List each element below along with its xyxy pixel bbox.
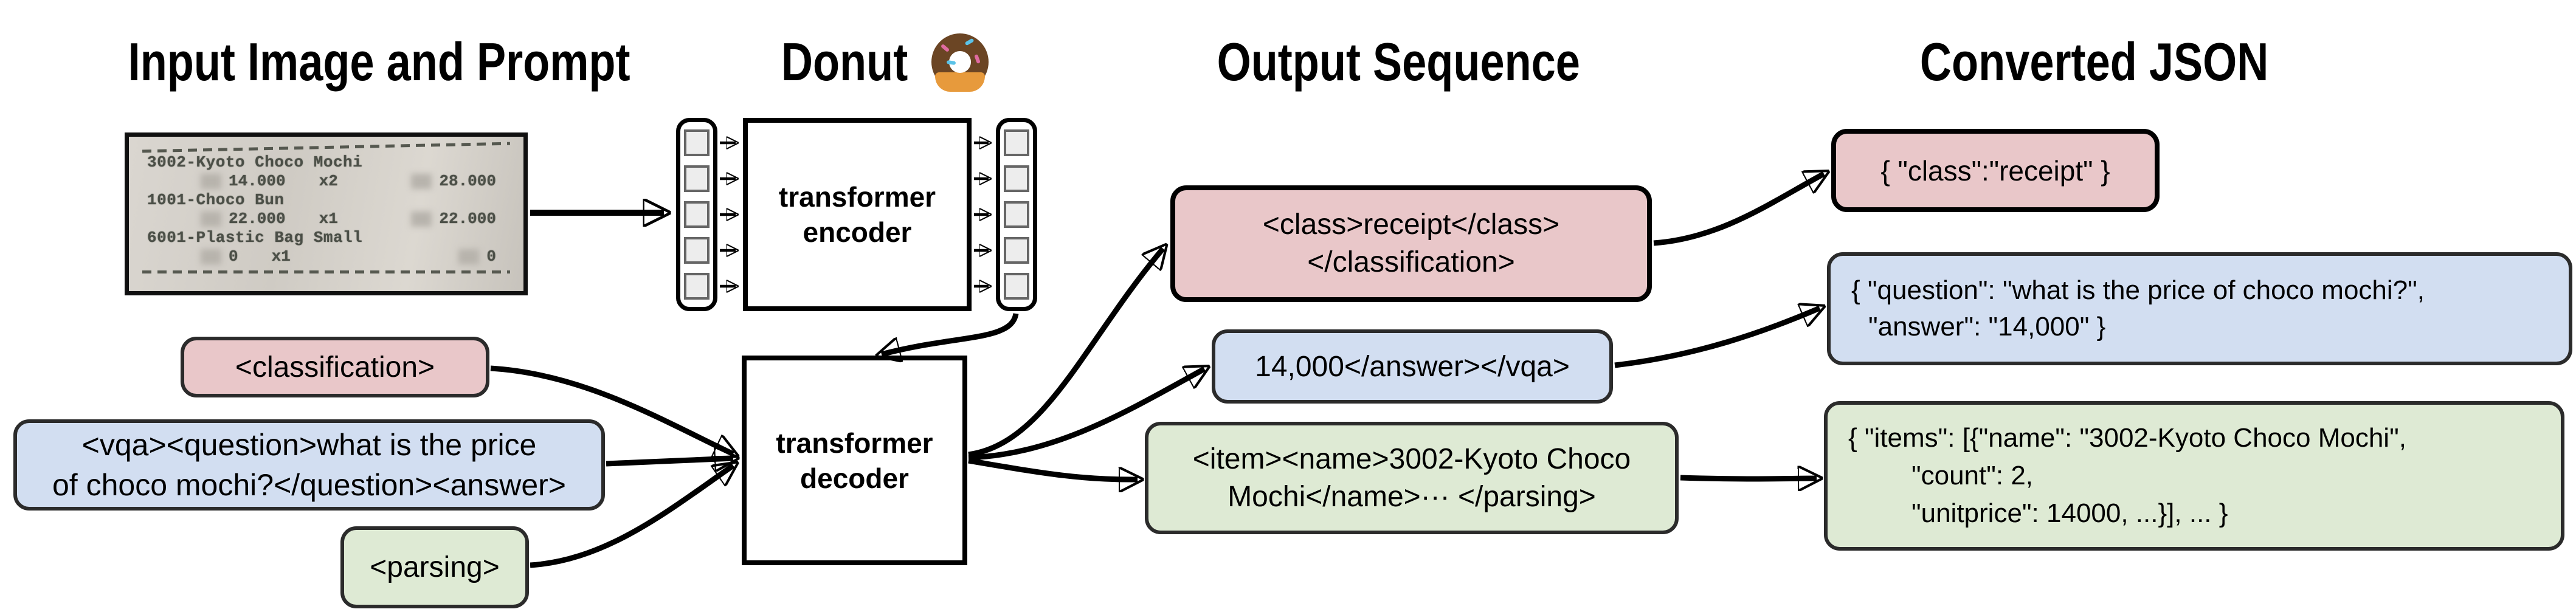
classification-json-text: { "class":"receipt" }	[1880, 154, 2110, 187]
redaction-blur	[201, 249, 221, 264]
feature-token	[1004, 237, 1029, 264]
redaction-blur	[201, 211, 221, 227]
receipt-item-qty: x2	[319, 172, 338, 190]
parsing-output-line2: Mochi</name>··· </parsing>	[1228, 480, 1596, 513]
parsing-output-box: <item><name>3002-Kyoto Choco Mochi</name…	[1145, 422, 1679, 534]
parsing-json-line1: { "items": [{"name": "3002-Kyoto Choco M…	[1848, 423, 2406, 453]
feature-token	[1004, 273, 1029, 300]
input-patch-token-column	[676, 118, 717, 311]
receipt-dashed-rule-top	[142, 142, 510, 153]
redaction-blur	[201, 174, 221, 189]
feature-token	[1004, 201, 1029, 228]
classification-json-box: { "class":"receipt" }	[1831, 129, 2160, 212]
vqa-prompt-line2: of choco mochi?</question><answer>	[52, 468, 566, 502]
receipt-item-total: 22.000	[439, 210, 496, 228]
classification-prompt-text: <classification>	[235, 351, 435, 383]
heading-converted-json: Converted JSON	[1790, 30, 2398, 94]
feature-token	[1004, 129, 1029, 156]
heading-donut-text: Donut	[781, 32, 908, 92]
parsing-prompt-text: <parsing>	[370, 551, 500, 583]
receipt-item-price: 14.000	[229, 172, 286, 190]
encoder-label-line2: encoder	[803, 216, 912, 248]
patch-token	[684, 273, 710, 300]
parsing-json-box: { "items": [{"name": "3002-Kyoto Choco M…	[1824, 401, 2564, 551]
parsing-output-line1: <item><name>3002-Kyoto Choco	[1192, 442, 1631, 475]
classification-prompt-box: <classification>	[181, 337, 489, 397]
receipt-item-price: 22.000	[229, 210, 286, 228]
receipt-item-name: 1001-Choco Bun	[147, 191, 285, 209]
heading-json-text: Converted JSON	[1920, 32, 2269, 92]
transformer-encoder-box: transformer encoder	[743, 118, 972, 311]
heading-donut: Donut	[696, 30, 1060, 94]
output-feature-token-column	[996, 118, 1037, 311]
vqa-json-line1: { "question": "what is the price of choc…	[1851, 275, 2425, 305]
receipt-item-amounts: 0 x1 0	[129, 247, 523, 266]
classification-output-line2: </classification>	[1307, 246, 1515, 278]
receipt-item-total: 28.000	[439, 172, 496, 190]
receipt-item-total: 0	[486, 247, 496, 266]
vqa-prompt-box: <vqa><question>what is the price of choc…	[13, 419, 605, 511]
patch-token	[684, 237, 710, 264]
receipt-item-name: 3002-Kyoto Choco Mochi	[147, 153, 363, 171]
patch-token	[684, 129, 710, 156]
decoder-label-line1: transformer	[776, 427, 933, 459]
receipt-item-amounts: 22.000 x1 22.000	[129, 210, 523, 229]
receipt-item-name: 6001-Plastic Bag Small	[147, 229, 363, 247]
heading-input-text: Input Image and Prompt	[128, 32, 630, 92]
classification-output-box: <class>receipt</class> </classification>	[1170, 185, 1652, 302]
redaction-blur	[411, 211, 432, 227]
parsing-json-line2: "count": 2,	[1911, 461, 2034, 490]
receipt-input-image: 3002-Kyoto Choco Mochi 14.000 x2 28.000 …	[125, 132, 528, 295]
arrow-encoder-to-decoder	[882, 312, 1019, 354]
patch-token	[684, 165, 710, 192]
receipt-item-qty: x1	[319, 210, 338, 228]
heading-output-sequence: Output Sequence	[1094, 30, 1702, 94]
redaction-blur	[411, 174, 432, 189]
receipt-item-amounts: 14.000 x2 28.000	[129, 172, 523, 191]
arrow-parsing-output-to-json	[1680, 478, 1817, 479]
feature-token	[1004, 165, 1029, 192]
classification-output-line1: <class>receipt</class>	[1262, 208, 1560, 241]
receipt-item-price: 0	[229, 247, 238, 266]
arrow-vqa-prompt-to-decoder	[606, 458, 733, 464]
receipt-item-qty: x1	[271, 247, 291, 266]
donut-icon	[931, 33, 989, 92]
parsing-prompt-box: <parsing>	[340, 526, 529, 608]
vqa-prompt-line1: <vqa><question>what is the price	[81, 428, 537, 462]
vqa-json-line2: "answer": "14,000" }	[1868, 312, 2106, 342]
decoder-label-line2: decoder	[800, 462, 909, 494]
redaction-blur	[458, 249, 480, 264]
parsing-json-line3: "unitprice": 14000, ...}], ... }	[1911, 498, 2228, 528]
arrow-classification-output-to-json	[1653, 174, 1824, 246]
vqa-json-box: { "question": "what is the price of choc…	[1827, 252, 2572, 365]
vqa-output-box: 14,000</answer></vqa>	[1212, 329, 1613, 404]
heading-output-text: Output Sequence	[1217, 32, 1580, 92]
transformer-decoder-box: transformer decoder	[742, 356, 967, 565]
arrow-decoder-to-parsing-output	[968, 458, 1138, 480]
heading-input-image-and-prompt: Input Image and Prompt	[73, 30, 681, 94]
patch-token	[684, 201, 710, 228]
arrow-vqa-output-to-json	[1614, 308, 1820, 368]
vqa-output-text: 14,000</answer></vqa>	[1255, 350, 1570, 383]
receipt-dashed-rule-bottom	[142, 270, 510, 273]
encoder-label-line1: transformer	[778, 181, 936, 213]
